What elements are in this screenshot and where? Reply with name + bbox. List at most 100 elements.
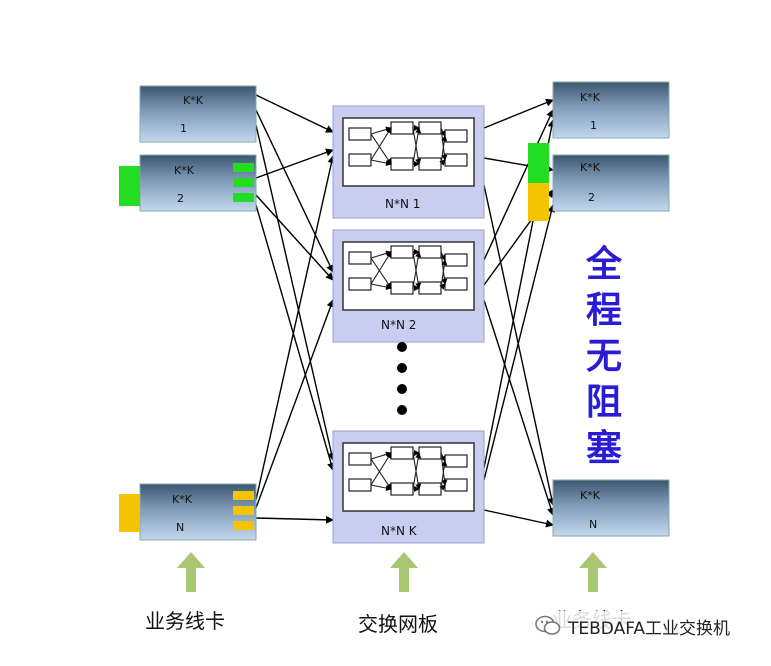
right-card-n: K*K N — [552, 479, 670, 537]
right-card-2-green-block — [528, 143, 549, 183]
fabric-port-box — [444, 454, 468, 468]
left-card-n-port-2 — [233, 506, 254, 515]
connection-line — [483, 509, 554, 528]
connection-line — [255, 155, 336, 501]
fabric-board-1: N*N 1 — [332, 105, 485, 219]
right-card-2-index: 2 — [588, 191, 595, 204]
fabric-internal-link — [440, 251, 448, 285]
connection-line — [255, 515, 334, 524]
fabric-port-box — [348, 452, 372, 466]
fabric-port-box — [418, 121, 442, 135]
fabric-port-box — [390, 245, 414, 259]
right-card-n-label: K*K — [580, 489, 601, 502]
connection-line — [483, 184, 556, 506]
fabric-port-box — [444, 129, 468, 143]
fabric-internal-link — [412, 127, 422, 165]
fabric-internal-link — [370, 257, 392, 289]
right-card-1: K*K 1 — [552, 81, 670, 139]
fabric-internal-link — [370, 458, 392, 490]
connection-line — [255, 299, 335, 509]
fabric-internal-link — [440, 259, 448, 289]
up-arrow-left — [177, 552, 205, 592]
fabric-port-box — [348, 478, 372, 492]
ellipsis-dot-4 — [397, 405, 407, 415]
fabric-port-box — [418, 157, 442, 171]
fabric-port-box — [390, 482, 414, 496]
fabric-internal-link — [370, 452, 392, 486]
up-arrow-center — [390, 552, 418, 592]
fabric-2-label: N*N 2 — [381, 318, 416, 332]
fabric-port-box — [348, 251, 372, 265]
left-card-2: K*K 2 — [119, 154, 257, 212]
fabric-port-box — [418, 482, 442, 496]
fabric-internal-link — [370, 251, 392, 285]
right-card-n-index: N — [589, 518, 597, 531]
left-card-2-port-3 — [233, 193, 254, 202]
watermark-text: TEBDAFA工业交换机 — [568, 618, 731, 639]
left-card-n-label: K*K — [172, 493, 193, 506]
caption-left-line-cards: 业务线卡 — [145, 609, 225, 633]
right-card-2-yellow-block — [528, 183, 549, 221]
watermark: TEBDAFA工业交换机 — [528, 611, 737, 641]
left-card-1-label: K*K — [183, 94, 204, 107]
right-card-1-label: K*K — [580, 91, 601, 104]
left-card-n-yellow-block — [119, 494, 140, 532]
fabric-port-box — [444, 253, 468, 267]
left-card-n-index: N — [176, 521, 184, 534]
fabric-port-box — [418, 245, 442, 259]
slogan-char-2: 程 — [585, 290, 622, 331]
ellipsis-dot-3 — [397, 384, 407, 394]
connection-line — [483, 109, 554, 261]
fabric-internal-link — [440, 452, 448, 486]
slogan-char-4: 阻 — [585, 382, 622, 423]
left-card-2-index: 2 — [177, 192, 184, 205]
fabric-1-label: N*N 1 — [385, 197, 420, 211]
fabric-internal-link — [440, 460, 448, 490]
fabric-port-box — [418, 446, 442, 460]
connection-line — [255, 148, 334, 179]
up-arrow-right — [579, 552, 607, 592]
left-card-n: K*K N — [119, 483, 257, 541]
fabric-internal-link — [370, 283, 392, 290]
connection-line — [255, 194, 334, 281]
fabric-k-label: N*N K — [381, 524, 418, 538]
fabric-internal-link — [370, 484, 392, 491]
fabric-port-box — [444, 153, 468, 167]
right-card-1-index: 1 — [590, 119, 597, 132]
fabric-board-2: N*N 2 — [332, 229, 485, 343]
fabric-board-k: N*N K — [332, 430, 485, 544]
right-card-2-label: K*K — [580, 161, 601, 174]
left-card-2-port-2 — [233, 178, 254, 187]
fabric-port-box — [348, 127, 372, 141]
fabric-internal-link — [412, 452, 422, 490]
fabric-internal-link — [412, 251, 422, 289]
connection-line — [255, 109, 334, 273]
connection-line — [483, 299, 555, 516]
left-card-1-index: 1 — [180, 122, 187, 135]
fabric-internal-link — [370, 159, 392, 166]
ellipsis-dot-1 — [397, 342, 407, 352]
fabric-internal-link — [440, 127, 448, 161]
connection-line — [483, 98, 554, 129]
fabric-internal-link — [370, 127, 392, 161]
slogan-char-3: 无 — [585, 336, 622, 377]
left-card-1: K*K 1 — [139, 85, 257, 143]
right-card-2: K*K 2 — [528, 143, 670, 221]
fabric-port-box — [418, 281, 442, 295]
slogan-char-1: 全 — [585, 244, 622, 285]
caption-switch-fabric: 交换网板 — [358, 612, 438, 636]
left-card-n-port-3 — [233, 521, 254, 530]
fabric-internal-link — [370, 133, 392, 165]
fabric-port-box — [348, 277, 372, 291]
left-card-2-port-1 — [233, 163, 254, 172]
fabric-port-box — [390, 446, 414, 460]
ellipsis-dot-2 — [397, 363, 407, 373]
fabric-port-box — [444, 478, 468, 492]
fabric-internal-link — [440, 135, 448, 165]
fabric-port-box — [444, 277, 468, 291]
fabric-port-box — [390, 281, 414, 295]
slogan-char-5: 塞 — [585, 428, 622, 469]
left-card-2-label: K*K — [174, 164, 195, 177]
